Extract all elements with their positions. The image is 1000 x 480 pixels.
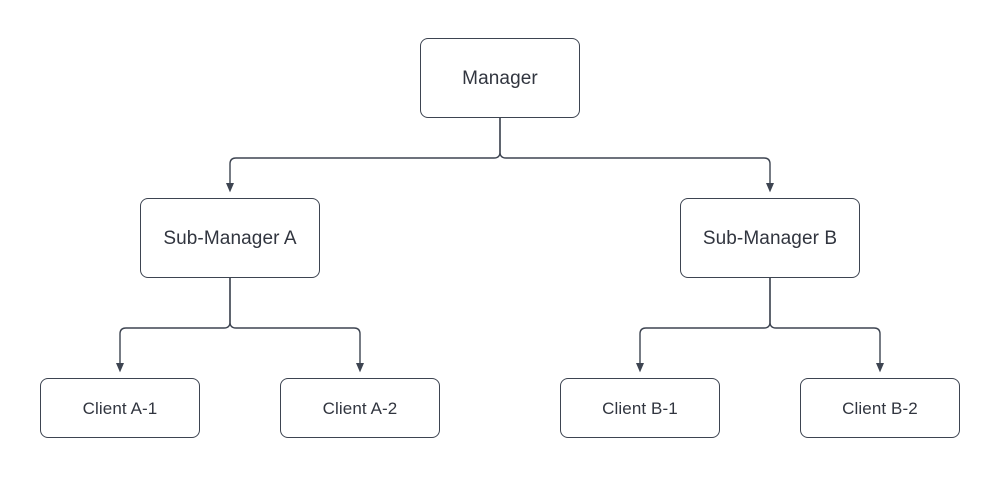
node-sub-manager-b-label: Sub-Manager B xyxy=(702,227,838,249)
node-client-b-1[interactable]: Client B-1 xyxy=(560,378,720,438)
node-sub-manager-a-label: Sub-Manager A xyxy=(163,227,297,249)
node-client-a-1-label: Client A-1 xyxy=(82,398,158,418)
edge-sub-manager-a-to-client-a-1 xyxy=(116,278,231,373)
node-manager-label: Manager xyxy=(462,67,538,89)
node-client-a-1[interactable]: Client A-1 xyxy=(40,378,200,438)
node-client-a-2[interactable]: Client A-2 xyxy=(280,378,440,438)
node-client-b-1-label: Client B-1 xyxy=(602,398,678,418)
edge-sub-manager-b-to-client-b-1 xyxy=(636,278,771,373)
node-sub-manager-a[interactable]: Sub-Manager A xyxy=(140,198,320,278)
edge-manager-to-sub-manager-b xyxy=(499,118,774,193)
node-sub-manager-b[interactable]: Sub-Manager B xyxy=(680,198,860,278)
edge-manager-to-sub-manager-a xyxy=(226,118,501,193)
edge-sub-manager-a-to-client-a-2 xyxy=(229,278,364,373)
node-client-b-2-label: Client B-2 xyxy=(842,398,918,418)
edge-sub-manager-b-to-client-b-2 xyxy=(769,278,884,373)
node-client-b-2[interactable]: Client B-2 xyxy=(800,378,960,438)
node-client-a-2-label: Client A-2 xyxy=(322,398,398,418)
node-manager[interactable]: Manager xyxy=(420,38,580,118)
